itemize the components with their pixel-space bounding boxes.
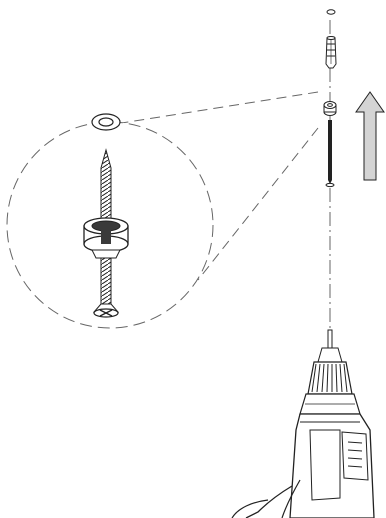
top-washer-icon bbox=[327, 10, 335, 14]
projection-line-top bbox=[90, 92, 318, 128]
wall-plug-icon bbox=[326, 37, 336, 69]
cordless-screwdriver-icon bbox=[232, 330, 374, 518]
direction-arrow-icon bbox=[356, 92, 384, 180]
rubber-washer-icon bbox=[324, 102, 336, 116]
magnified-washer-icon bbox=[92, 114, 120, 130]
projection-line-bottom bbox=[198, 128, 318, 280]
wood-screw-icon bbox=[326, 120, 334, 187]
